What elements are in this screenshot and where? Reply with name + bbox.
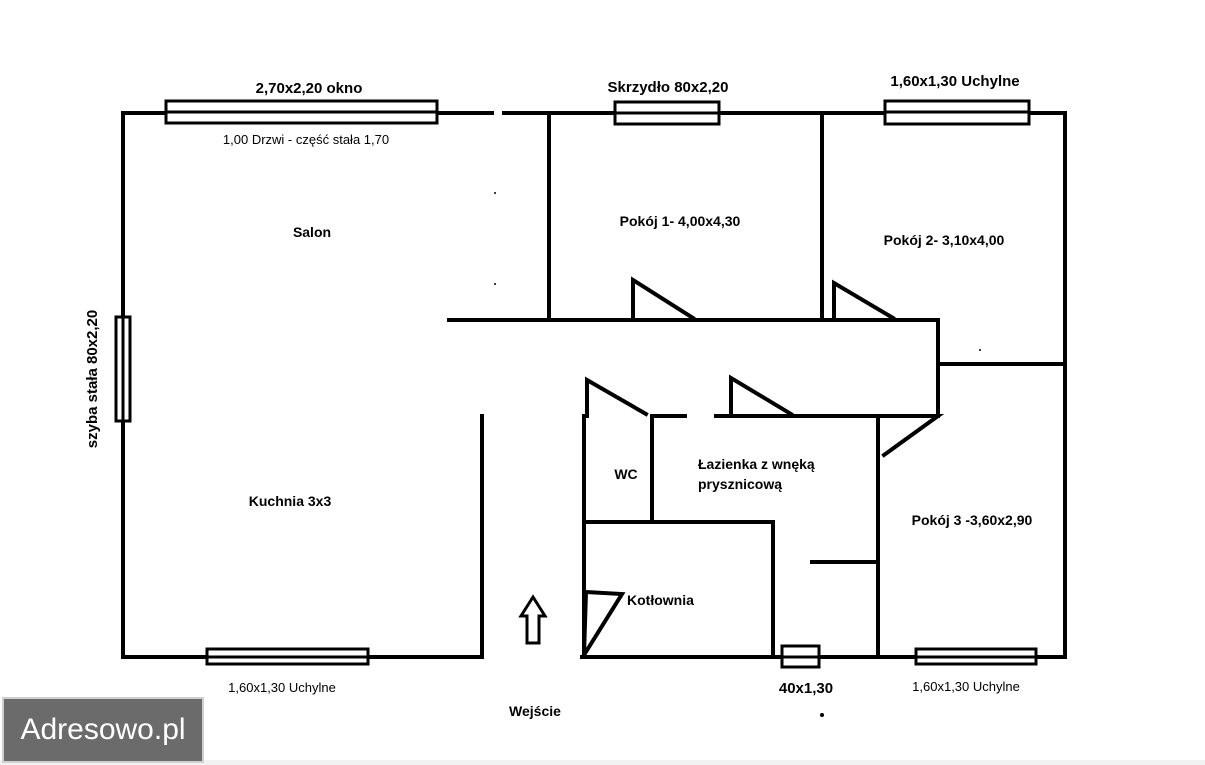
- label-small-window: 40x1,30: [779, 680, 833, 697]
- label-salon-door: 1,00 Drzwi - część stała 1,70: [223, 132, 389, 147]
- arrow-up-icon: [518, 594, 548, 645]
- door-bathroom: [729, 374, 794, 418]
- label-entrance: Wejście: [509, 703, 561, 719]
- bottom-strip: [0, 760, 1205, 765]
- label-boiler-room: Kotłownia: [627, 592, 694, 608]
- door-room1: [631, 276, 696, 322]
- label-room2: Pokój 2- 3,10x4,00: [884, 232, 1005, 248]
- dot-4: [820, 713, 824, 717]
- label-kitchen: Kuchnia 3x3: [249, 493, 332, 509]
- watermark-logo: Adresowo.pl: [2, 697, 204, 763]
- label-bathroom-line1: Łazienka z wnęką: [698, 456, 815, 472]
- dot-2: [494, 283, 496, 285]
- label-bottom-window-room3: 1,60x1,30 Uchylne: [912, 679, 1020, 694]
- label-side-window: szyba stała 80x2,20: [84, 310, 101, 448]
- label-wc: WC: [614, 466, 637, 482]
- label-bathroom-line2: prysznicową: [698, 476, 782, 492]
- label-room1: Pokój 1- 4,00x4,30: [620, 213, 741, 229]
- label-top-window-room1: Skrzydło 80x2,20: [608, 79, 729, 96]
- label-top-window-salon: 2,70x2,20 okno: [256, 80, 363, 97]
- watermark-text: Adresowo.pl: [20, 713, 186, 746]
- door-boiler: [581, 589, 626, 658]
- label-bottom-window-kitchen: 1,60x1,30 Uchylne: [228, 680, 336, 695]
- label-top-window-room2: 1,60x1,30 Uchylne: [890, 73, 1019, 90]
- label-room3: Pokój 3 -3,60x2,90: [912, 512, 1033, 528]
- door-room2: [832, 279, 896, 322]
- dot-1: [494, 192, 496, 194]
- dot-3: [979, 349, 981, 351]
- label-salon: Salon: [293, 224, 331, 240]
- door-wc: [585, 376, 649, 418]
- door-room3: [878, 414, 945, 458]
